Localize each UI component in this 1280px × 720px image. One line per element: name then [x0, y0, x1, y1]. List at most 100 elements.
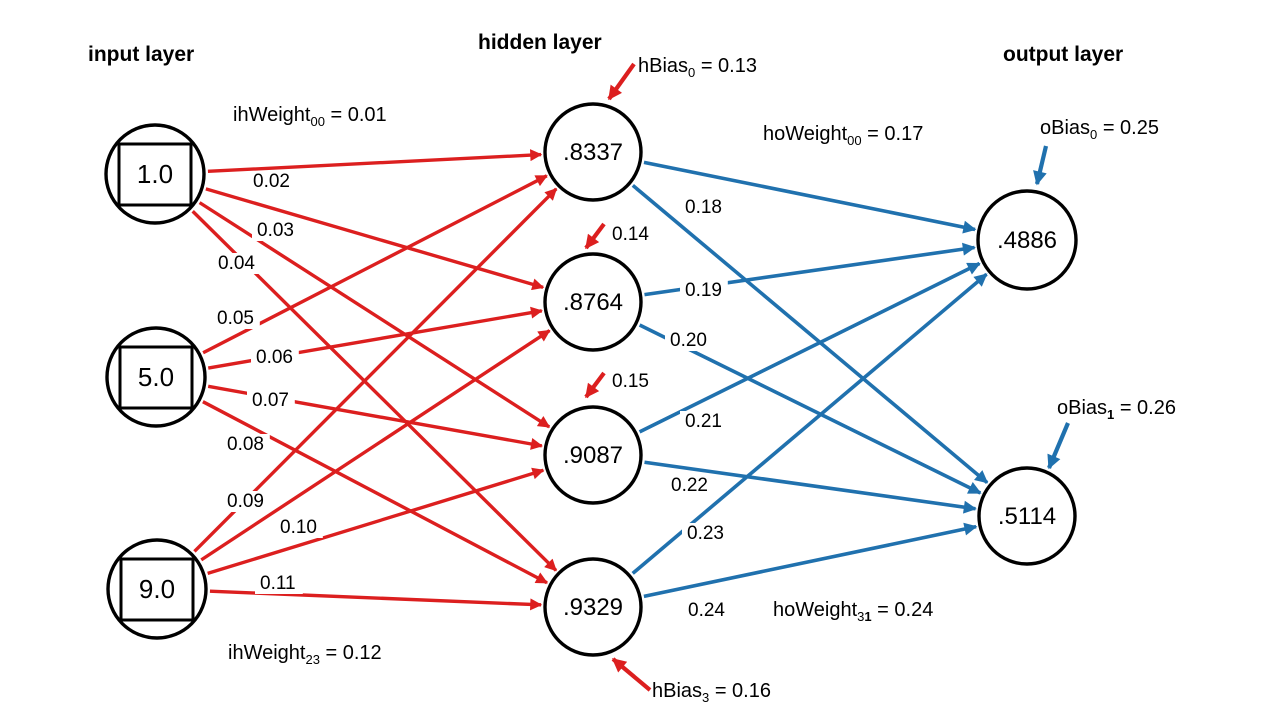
node-h3: .9329: [543, 557, 643, 657]
node-i2-circle: [106, 538, 208, 640]
node-i1-circle: [105, 326, 207, 428]
label-ihWeight12: 0.07: [252, 390, 289, 411]
edge-ihWeight13-line: [202, 400, 549, 585]
node-h3-circle: [543, 557, 643, 657]
title-output-layer: output layer: [1003, 43, 1123, 66]
label-hoWeight11: 0.20: [670, 330, 707, 351]
label-ihWeight22: 0.11: [260, 573, 296, 594]
label-hoWeight21: 0.22: [671, 475, 708, 496]
label-bg-hBias0: [634, 53, 763, 78]
bias-arrow-o1: [1047, 422, 1070, 470]
label-hoWeight01: 0.18: [685, 197, 722, 218]
label-hoWeight10: 0.19: [685, 280, 722, 301]
label-bg-ihWeight02: [252, 220, 300, 241]
label-bg-ihWeight13: [222, 434, 270, 455]
node-h1-value: .8764: [563, 289, 623, 316]
node-h1: .8764: [543, 252, 643, 352]
label-hBias1-value: 0.14: [612, 224, 649, 245]
label-bg-ihWeight11: [251, 347, 299, 368]
label-ihWeight03: 0.04: [218, 253, 255, 274]
label-bg-hoWeight20: [680, 411, 728, 432]
label-bg-hBias1-value: [607, 224, 655, 245]
node-i0-square: [117, 142, 193, 207]
label-bg-ihWeight01: [248, 171, 296, 192]
label-bg-ihWeight10: [212, 308, 260, 329]
label-bg-ihWeight03: [213, 253, 261, 274]
node-o1: .5114: [977, 466, 1077, 566]
edge-hoWeight00-line: [643, 160, 977, 234]
label-ihWeight01: 0.02: [253, 171, 290, 192]
edge-hoWeight01-line: [631, 184, 989, 484]
node-h2-value: .9087: [563, 442, 623, 469]
label-bg-oBias1: [1053, 395, 1182, 420]
node-i0-value: 1.0: [137, 159, 173, 189]
label-ihWeight10: 0.05: [217, 308, 254, 329]
node-i2-square: [119, 557, 195, 622]
node-h0-value: .8337: [563, 139, 623, 166]
node-i1: 5.0: [105, 326, 207, 428]
label-hoWeight20: 0.21: [685, 411, 722, 432]
label-oBias0: oBias0 = 0.25: [1040, 117, 1159, 142]
label-bg-ihWeight20: [222, 491, 270, 512]
label-bg-hoWeight01: [680, 197, 728, 218]
node-h1-circle: [543, 252, 643, 352]
node-i0-circle: [104, 123, 206, 225]
label-hoWeight31: hoWeight31 = 0.24: [773, 599, 933, 624]
label-hoWeight00: hoWeight00 = 0.17: [763, 123, 923, 148]
node-i0: 1.0: [104, 123, 206, 225]
label-hBias3: hBias3 = 0.16: [652, 680, 771, 705]
node-i2: 9.0: [106, 538, 208, 640]
edge-hoWeight11-line: [638, 323, 982, 495]
node-i1-value: 5.0: [138, 362, 174, 392]
label-bg-hoWeight00: [759, 121, 925, 146]
node-o0-value: .4886: [997, 227, 1057, 254]
label-bg-ihWeight22: [255, 573, 303, 594]
label-ihWeight00: ihWeight00 = 0.01: [233, 104, 387, 129]
edge-ihWeight10-line: [202, 174, 548, 355]
node-h0-circle: [543, 102, 643, 202]
label-hoWeight30: 0.23: [687, 523, 724, 544]
node-o0: .4886: [976, 189, 1078, 291]
edge-ihWeight01-line: [205, 187, 545, 291]
bias-arrow-h2: [584, 371, 606, 399]
label-bg-hoWeight31: [683, 600, 731, 621]
node-o0-circle: [976, 189, 1078, 291]
label-hoWeight31: 0.24: [688, 600, 725, 621]
label-bg-hoWeight21: [666, 475, 714, 496]
label-ihWeight20: 0.09: [227, 491, 264, 512]
edge-ihWeight22-line: [207, 467, 545, 576]
node-o1-value: .5114: [998, 503, 1056, 530]
node-i1-square: [118, 345, 194, 410]
label-bg-hBias3: [648, 678, 777, 703]
label-bg-oBias0: [1036, 115, 1165, 140]
label-bg-ihWeight23: [224, 640, 390, 665]
node-h3-value: .9329: [563, 594, 623, 621]
edge-hoWeight21-line: [644, 460, 977, 514]
bias-arrow-o0: [1033, 145, 1049, 186]
node-h2-circle: [543, 405, 643, 505]
label-bg-hoWeight30: [682, 523, 730, 544]
label-ihWeight23: ihWeight23 = 0.12: [228, 642, 382, 667]
label-bg-ihWeight21: [275, 517, 323, 538]
label-bg-ihWeight00: [229, 102, 395, 127]
label-bg-hoWeight31: [769, 597, 935, 622]
title-hidden-layer: hidden layer: [478, 31, 602, 54]
title-input-layer: input layer: [88, 43, 194, 66]
bias-arrow-h0: [607, 62, 636, 101]
edge-ihWeight00-line: [207, 149, 543, 174]
label-oBias1: oBias1 = 0.26: [1057, 397, 1176, 422]
node-i2-value: 9.0: [139, 574, 175, 604]
label-hBias0: hBias0 = 0.13: [638, 55, 757, 80]
label-bg-hoWeight11: [665, 330, 713, 351]
label-ihWeight13: 0.08: [227, 434, 264, 455]
label-hBias2-value: 0.15: [612, 371, 649, 392]
edge-hoWeight31-line: [643, 522, 978, 599]
label-bg-ihWeight12: [247, 390, 295, 411]
edge-ihWeight21-line: [200, 329, 551, 562]
label-ihWeight02: 0.03: [257, 220, 294, 241]
bias-arrow-h3: [611, 657, 652, 692]
label-bg-hoWeight10: [680, 280, 728, 301]
label-ihWeight21: 0.10: [280, 517, 317, 538]
label-ihWeight11: 0.06: [256, 347, 293, 368]
